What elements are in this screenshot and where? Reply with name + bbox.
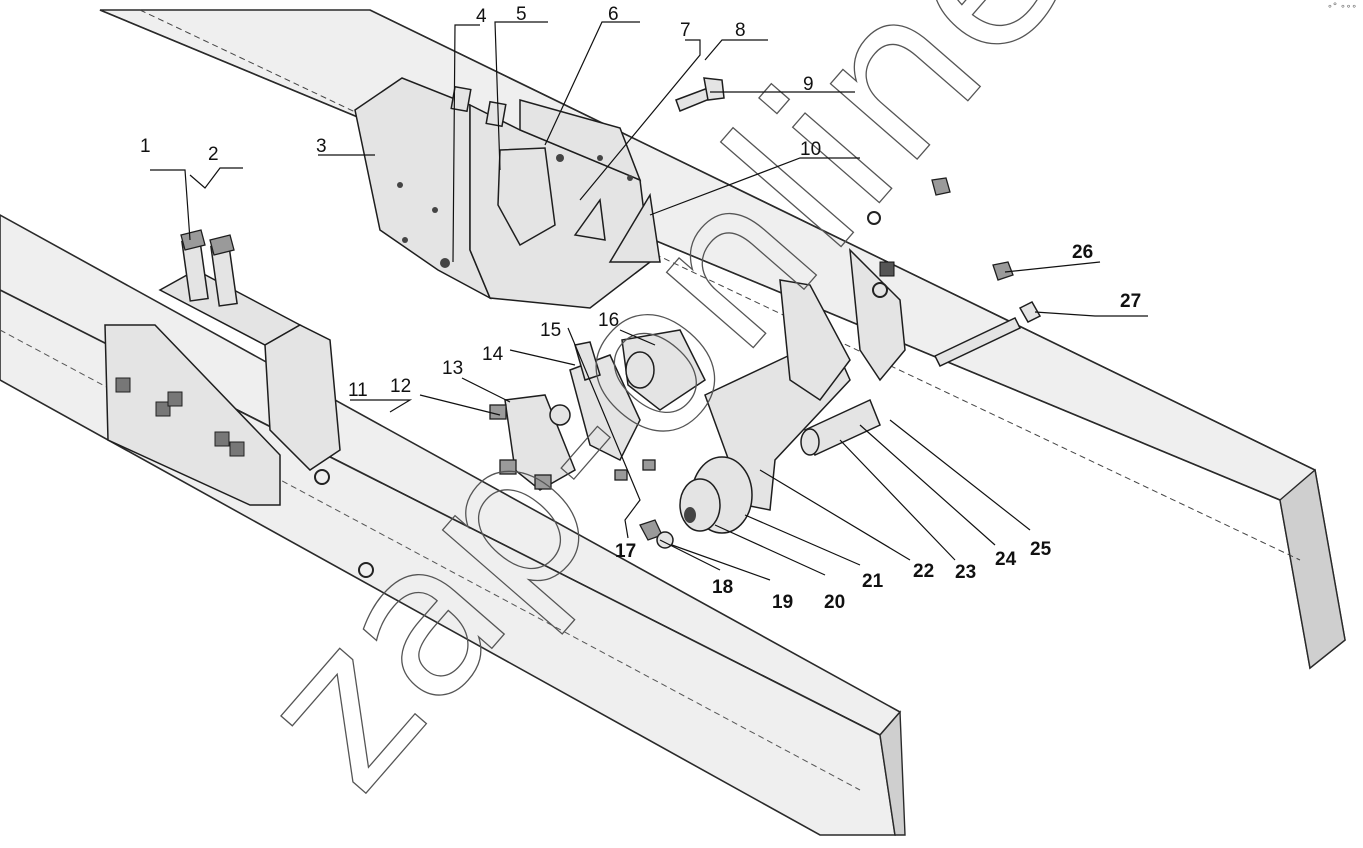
callout-8: 8 — [735, 20, 746, 41]
callout-24: 24 — [995, 549, 1017, 570]
callout-5: 5 — [516, 4, 527, 25]
callout-10: 10 — [800, 139, 821, 160]
callout-labels: 1 2 3 4 5 6 7 8 9 10 11 12 13 14 15 16 1… — [140, 4, 1141, 613]
callout-20: 20 — [824, 592, 845, 613]
callout-6: 6 — [608, 4, 619, 25]
callout-1: 1 — [140, 136, 151, 157]
callout-22: 22 — [913, 561, 934, 582]
callout-4: 4 — [476, 6, 487, 27]
right-hardware — [867, 177, 1042, 367]
center-support-assembly — [489, 247, 906, 549]
upper-bracket-assembly — [354, 77, 661, 309]
callout-21: 21 — [862, 571, 884, 592]
corner-mark: ∘° ∘∘∘ — [1327, 2, 1357, 12]
left-bracket-assembly — [104, 229, 374, 578]
callout-23: 23 — [955, 562, 976, 583]
leader-lines — [150, 21, 1148, 581]
bolt-9 — [675, 77, 725, 112]
callout-27: 27 — [1120, 291, 1141, 312]
callout-7: 7 — [680, 20, 691, 41]
callout-11: 11 — [348, 380, 368, 401]
callout-26: 26 — [1072, 242, 1093, 263]
callout-14: 14 — [482, 344, 504, 365]
callout-16: 16 — [598, 310, 619, 331]
callout-17: 17 — [615, 541, 636, 562]
callout-9: 9 — [803, 74, 814, 95]
callout-19: 19 — [772, 592, 793, 613]
callout-3: 3 — [316, 136, 327, 157]
callout-2: 2 — [208, 144, 219, 165]
callout-18: 18 — [712, 577, 733, 598]
callout-12: 12 — [390, 376, 411, 397]
callout-13: 13 — [442, 358, 463, 379]
callout-15: 15 — [540, 320, 561, 341]
upper-frame-rail — [99, 9, 1346, 670]
callout-25: 25 — [1030, 539, 1052, 560]
